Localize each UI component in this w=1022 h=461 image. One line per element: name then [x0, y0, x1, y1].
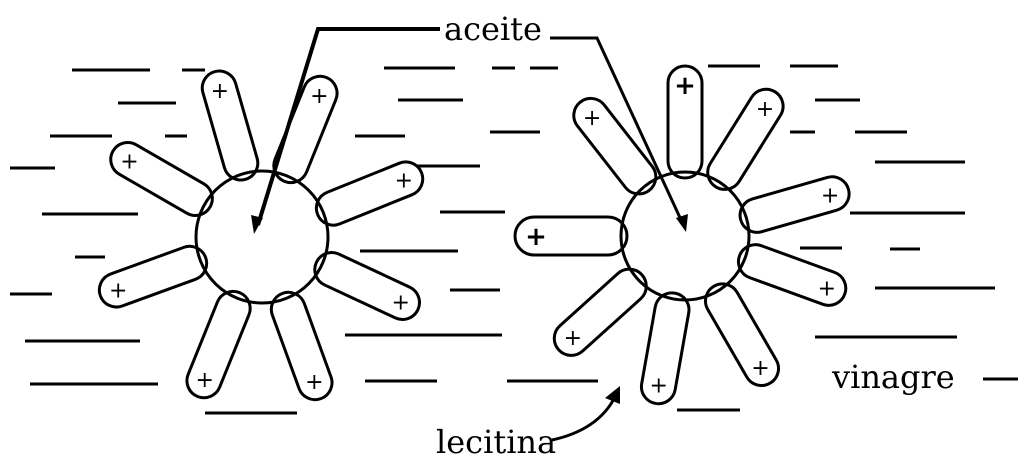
lecithin-molecule: [736, 243, 848, 307]
lecithin-molecule: [313, 251, 421, 322]
vinegar-medium-dashes: [10, 64, 995, 415]
positive-head-sign: +: [821, 183, 839, 208]
oil-arrowhead-right: [676, 214, 688, 232]
lecithin-label-group: lecitina: [436, 386, 620, 461]
lecithin-molecule: [109, 141, 214, 217]
lecithin-molecule: [666, 64, 704, 180]
lecithin-molecule: [513, 215, 629, 257]
lecithin-tail: [572, 96, 658, 196]
lecithin-tail: [97, 244, 209, 309]
lecithin-tail: [666, 64, 704, 180]
lecithin-molecule: [314, 160, 425, 227]
positive-head-sign: +: [583, 106, 601, 131]
lecithin-arrow: [551, 396, 617, 442]
vinegar-label-group: vinagre: [831, 358, 1018, 396]
positive-head-sign: +: [109, 278, 127, 303]
positive-head-sign: +: [818, 277, 836, 302]
lecithin-tail: [269, 290, 334, 402]
positive-head-sign: +: [310, 84, 328, 109]
vinegar-label: vinagre: [831, 358, 955, 396]
micelle-right: + + + + + + + + +: [513, 64, 851, 406]
lecithin-arrowhead: [605, 386, 620, 404]
lecithin-molecule: [97, 244, 209, 309]
lecithin-tail: [200, 69, 260, 182]
positive-head-sign: +: [395, 169, 413, 194]
lecithin-molecule: [572, 96, 658, 196]
positive-head-sign: +: [756, 97, 774, 122]
positive-head-sign: +: [650, 374, 668, 399]
lecithin-molecule: [272, 74, 339, 185]
positive-head-sign: +: [305, 370, 323, 395]
lecithin-molecule: [200, 69, 260, 182]
lecithin-tail: [314, 160, 425, 227]
lecithin-label: lecitina: [436, 423, 556, 461]
lecithin-molecule: [706, 87, 785, 191]
positive-head-sign: +: [195, 368, 213, 393]
lecithin-tail: [736, 243, 848, 307]
oil-core: [194, 169, 330, 305]
positive-head-sign: +: [120, 150, 138, 175]
positive-head-sign: +: [525, 222, 547, 252]
lecithin-tail: [738, 175, 851, 234]
positive-head-sign: +: [391, 291, 409, 316]
lecithin-tail: [313, 251, 421, 322]
lecithin-molecule: [738, 175, 851, 234]
lecithin-molecule: [185, 289, 252, 400]
lecithin-tail: [704, 282, 780, 388]
lecithin-tail: [706, 87, 785, 191]
lecithin-tail: [513, 215, 629, 257]
oil-leader-right: [550, 36, 684, 223]
oil-label: aceite: [444, 10, 542, 48]
positive-head-sign: +: [211, 79, 229, 104]
lecithin-molecule: [639, 291, 691, 406]
oil-leader-left: [256, 27, 440, 226]
oil-label-group: aceite: [251, 10, 688, 234]
lecithin-tail: [552, 267, 648, 357]
micelle-left: + + + + + + + +: [97, 69, 425, 402]
positive-head-sign: +: [674, 71, 696, 101]
oil-core: [619, 170, 751, 302]
positive-head-sign: +: [751, 356, 769, 381]
lecithin-tail: [109, 141, 214, 217]
lecithin-molecule: [269, 290, 334, 402]
positive-head-sign: +: [564, 326, 582, 351]
lecithin-tail: [272, 74, 339, 185]
lecithin-molecule: [704, 282, 780, 388]
oil-arrowhead-left: [251, 215, 263, 234]
lecithin-tail: [185, 289, 252, 400]
lecithin-molecule: [552, 267, 648, 357]
lecithin-tail: [639, 291, 691, 406]
